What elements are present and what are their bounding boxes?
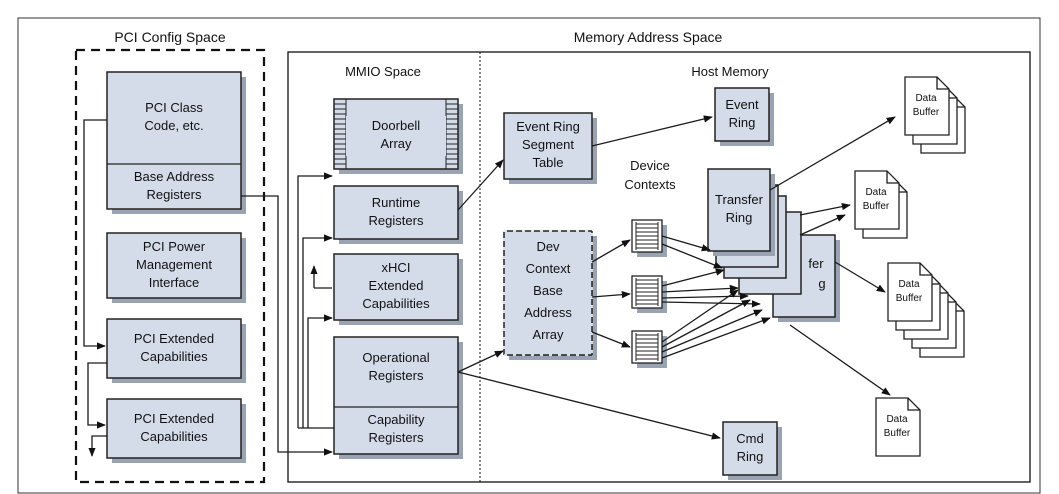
dcbaa-label-5: Array	[532, 327, 564, 342]
doorbell-label-2: Array	[380, 136, 412, 151]
device-context-3	[631, 330, 667, 368]
pci-power-mgmt-label-1: PCI Power	[143, 239, 206, 254]
data-buffer-label-2: Buffer	[884, 428, 911, 439]
data-buffer-page	[887, 262, 933, 322]
device-context-2	[631, 275, 667, 313]
cmd-ring-label-1: Cmd	[736, 431, 763, 446]
transfer-ring-stack: fer g Transfer Ring	[707, 168, 840, 322]
pci-ext-cap-2-label-1: PCI Extended	[134, 411, 214, 426]
data-buffer-label-1: Data	[886, 414, 908, 425]
data-buffer-page	[854, 170, 900, 230]
dcbaa-label-4: Address	[524, 305, 572, 320]
pci-ext-cap-1-label-2: Capabilities	[140, 349, 208, 364]
event-ring-segment-table-box: Event Ring Segment Table	[503, 112, 597, 184]
cmd-ring-box: Cmd Ring	[722, 421, 782, 480]
operational-capability-registers-box: Operational Registers Capability Registe…	[333, 336, 463, 459]
capability-label-2: Registers	[369, 430, 424, 445]
data-buffer-label-2: Buffer	[913, 107, 940, 118]
data-buffer-page	[875, 397, 921, 457]
pci-config-space-title: PCI Config Space	[114, 29, 225, 45]
event-ring-label-1: Event	[725, 97, 759, 112]
xhci-extended-capabilities-box: xHCI Extended Capabilities	[333, 253, 463, 325]
data-buffer-label-2: Buffer	[863, 201, 890, 212]
doorbell-array-box: Doorbell Array	[333, 98, 463, 174]
doorbell-label-1: Doorbell	[372, 118, 421, 133]
pci-class-code-box: PCI Class Code, etc. Base Address Regist…	[106, 71, 246, 214]
xhci-ext-label-2: Extended	[369, 278, 424, 293]
erst-label-3: Table	[532, 155, 563, 170]
pci-linkage-lines	[83, 119, 107, 457]
pci-class-code-label-2: Code, etc.	[144, 118, 203, 133]
outer-frame	[17, 17, 1041, 494]
base-address-registers-label-2: Registers	[147, 187, 202, 202]
transfer-ring-back-label-1: fer	[808, 256, 824, 271]
memory-address-space-title: Memory Address Space	[574, 29, 723, 45]
host-memory-arrows	[457, 115, 896, 440]
bar-to-mmio-lines	[241, 172, 334, 456]
pci-extended-capabilities-box-2: PCI Extended Capabilities	[106, 398, 246, 463]
host-memory-title: Host Memory	[691, 64, 769, 79]
memory-address-space-container	[287, 51, 1031, 483]
pci-class-code-label-1: PCI Class	[145, 100, 203, 115]
data-buffer-label-1: Data	[898, 279, 920, 290]
operational-label-1: Operational	[362, 350, 429, 365]
operational-label-2: Registers	[369, 368, 424, 383]
erst-label-2: Segment	[522, 137, 574, 152]
pci-extended-capabilities-box-1: PCI Extended Capabilities	[106, 318, 246, 383]
pci-config-space-container	[74, 48, 266, 484]
runtime-label-1: Runtime	[372, 195, 420, 210]
transfer-ring-label-1: Transfer	[715, 192, 764, 207]
xhci-ext-label-1: xHCI	[382, 260, 411, 275]
cmd-ring-label-2: Ring	[737, 449, 764, 464]
device-contexts-label-2: Contexts	[624, 177, 676, 192]
dcbaa-label-2: Context	[526, 261, 571, 276]
transfer-ring-back-label-2: g	[818, 276, 825, 291]
event-ring-label-2: Ring	[729, 115, 756, 130]
pci-power-mgmt-label-3: Interface	[149, 275, 200, 290]
event-ring-box: Event Ring	[714, 87, 774, 146]
pci-ext-cap-2-label-2: Capabilities	[140, 429, 208, 444]
data-buffer-page	[904, 76, 950, 136]
mmio-space-title: MMIO Space	[345, 64, 421, 79]
runtime-label-2: Registers	[369, 213, 424, 228]
device-contexts-label-1: Device	[630, 158, 670, 173]
data-buffer-label-1: Data	[915, 93, 937, 104]
transfer-ring-label-2: Ring	[726, 210, 753, 225]
erst-label-1: Event Ring	[516, 119, 580, 134]
pci-power-mgmt-label-2: Management	[136, 257, 212, 272]
runtime-registers-box: Runtime Registers	[333, 185, 463, 244]
pci-ext-cap-1-label-1: PCI Extended	[134, 331, 214, 346]
dev-context-base-address-array-box: Dev Context Base Address Array	[503, 230, 597, 360]
capability-label-1: Capability	[367, 412, 425, 427]
dcbaa-label-1: Dev	[536, 239, 560, 254]
data-buffer-label-2: Buffer	[896, 293, 923, 304]
pci-power-management-box: PCI Power Management Interface	[106, 232, 246, 303]
base-address-registers-label-1: Base Address	[134, 169, 215, 184]
xhci-ext-label-3: Capabilities	[362, 296, 430, 311]
dcbaa-label-3: Base	[533, 283, 563, 298]
data-buffer-label-1: Data	[865, 187, 887, 198]
device-context-1	[631, 219, 667, 257]
